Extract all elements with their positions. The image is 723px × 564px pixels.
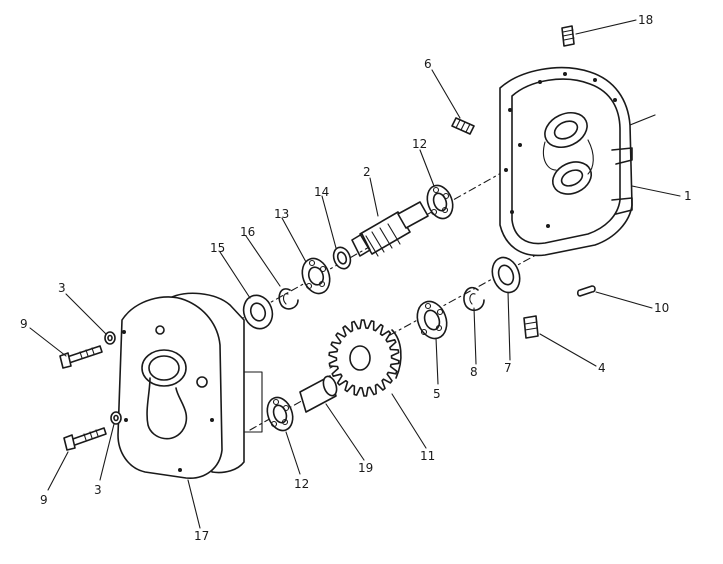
callout-12-lower: 12 (294, 477, 309, 491)
part-3-washer-lower (110, 411, 122, 425)
part-9-bolt-lower (63, 427, 107, 451)
callout-14: 14 (314, 185, 329, 199)
part-3-washer-upper (104, 331, 116, 345)
callout-9-upper: 9 (20, 317, 28, 331)
callout-2: 2 (363, 165, 371, 179)
callout-3-lower: 3 (94, 483, 102, 497)
part-15-seal (242, 294, 274, 330)
callout-labels: 1 2 3 3 4 5 6 7 8 9 9 10 11 12 12 13 14 … (20, 13, 692, 543)
part-14-washer (332, 246, 352, 270)
part-12-bearing-lower (266, 396, 294, 432)
part-5-bearing (416, 300, 448, 340)
part-2-input-shaft (351, 201, 429, 257)
part-4-plug (523, 315, 539, 339)
part-6-set-screw (451, 117, 475, 135)
part-12-bearing-upper (426, 184, 454, 220)
callout-8: 8 (470, 365, 478, 379)
callout-9-lower: 9 (40, 493, 48, 507)
part-8-snap-ring (463, 286, 485, 312)
callout-6: 6 (424, 57, 432, 71)
callout-10: 10 (654, 301, 669, 315)
part-7-seal (491, 256, 521, 294)
part-18-set-screw (561, 25, 575, 47)
part-11-gear (328, 319, 402, 397)
callout-4: 4 (598, 361, 606, 375)
callout-16: 16 (240, 225, 255, 239)
callout-11: 11 (420, 449, 435, 463)
part-10-key (576, 285, 596, 297)
callout-12-upper: 12 (412, 137, 427, 151)
leader-lines (29, 19, 681, 529)
callout-5: 5 (433, 387, 441, 401)
callout-17: 17 (194, 529, 209, 543)
part-19-output-shaft (299, 375, 338, 413)
part-9-bolt-upper (59, 345, 103, 369)
callout-13: 13 (274, 207, 289, 221)
callout-15: 15 (210, 241, 225, 255)
part-13-bearing (301, 257, 331, 295)
callout-18: 18 (638, 13, 653, 27)
callout-7: 7 (504, 361, 512, 375)
part-1-gearbox-housing (499, 66, 656, 257)
callout-3-upper: 3 (58, 281, 66, 295)
part-16-snap-ring (278, 288, 299, 310)
callout-1: 1 (684, 189, 692, 203)
callout-19: 19 (358, 461, 373, 475)
part-17-cover-plate (117, 292, 263, 479)
